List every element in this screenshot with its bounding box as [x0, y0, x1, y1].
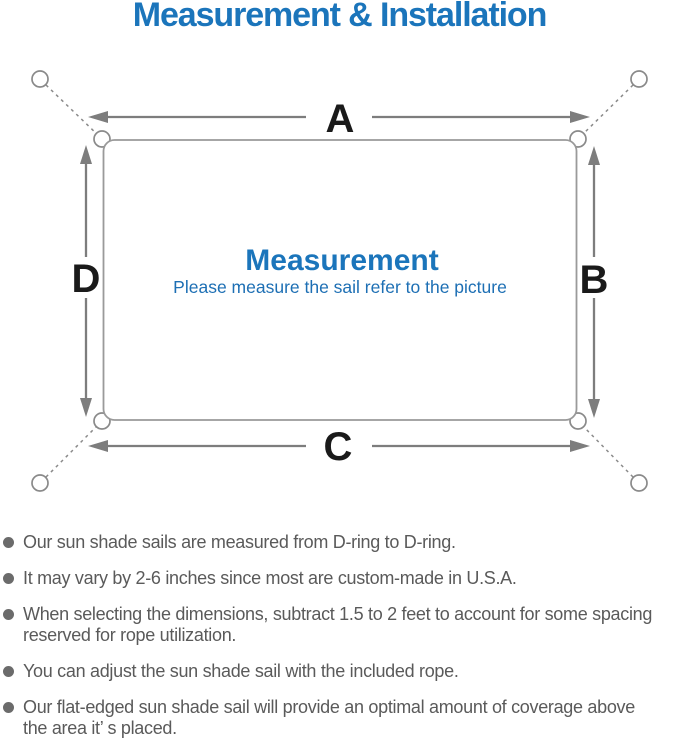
note-text: It may vary by 2-6 inches since most are… [23, 568, 517, 588]
arrowhead-left-icon [88, 440, 108, 452]
dashed-line-bottom-left [45, 422, 101, 478]
note-text: Our flat-edged sun shade sail will provi… [23, 697, 635, 738]
dimension-label-d: D [72, 257, 101, 301]
page-title: Measurement & Installation [132, 0, 548, 34]
arrowhead-right-icon [570, 440, 590, 452]
arrowhead-down-icon [588, 399, 600, 418]
arrowhead-up-icon [588, 146, 600, 165]
list-item: You can adjust the sun shade sail with t… [3, 661, 659, 682]
arrowhead-down-icon [80, 398, 92, 417]
measurement-diagram: A D B C Measurement Please measure the s… [31, 70, 648, 492]
sail-outline [102, 139, 578, 421]
bullet-icon [3, 573, 14, 584]
list-item: It may vary by 2-6 inches since most are… [3, 568, 659, 589]
anchor-ring-icon [31, 474, 49, 492]
dimension-arrow-c [88, 440, 590, 452]
dimension-arrow-d [80, 145, 92, 417]
list-item: When selecting the dimensions, subtract … [3, 604, 659, 646]
list-item: Our flat-edged sun shade sail will provi… [3, 697, 659, 739]
anchor-ring-icon [31, 70, 49, 88]
bullet-icon [3, 702, 14, 713]
tension-dashed-lines [45, 84, 634, 478]
dimension-arrows [80, 111, 600, 452]
dimension-arrow-b [588, 146, 600, 418]
list-item: Our sun shade sails are measured from D-… [3, 532, 659, 553]
note-text: When selecting the dimensions, subtract … [23, 604, 653, 645]
arrowhead-left-icon [88, 111, 108, 123]
diagram-center-title: Measurement [245, 244, 438, 277]
dimension-label-c: C [324, 425, 353, 469]
anchor-rings [31, 70, 648, 492]
bullet-icon [3, 537, 14, 548]
bullet-icon [3, 666, 14, 677]
anchor-ring-icon [630, 474, 648, 492]
arrowhead-up-icon [80, 145, 92, 164]
dimension-arrow-a [88, 111, 590, 123]
anchor-ring-icon [630, 70, 648, 88]
dashed-line-top-left [45, 84, 101, 138]
dashed-line-top-right [579, 84, 634, 138]
diagram-center-subtitle: Please measure the sail refer to the pic… [173, 277, 507, 297]
note-text: You can adjust the sun shade sail with t… [23, 661, 459, 681]
dimension-label-b: B [580, 258, 609, 302]
bullet-icon [3, 609, 14, 620]
note-text: Our sun shade sails are measured from D-… [23, 532, 456, 552]
arrowhead-right-icon [570, 111, 590, 123]
notes-list: Our sun shade sails are measured from D-… [3, 532, 659, 739]
dimension-label-a: A [326, 97, 355, 141]
dashed-line-bottom-right [579, 422, 634, 478]
